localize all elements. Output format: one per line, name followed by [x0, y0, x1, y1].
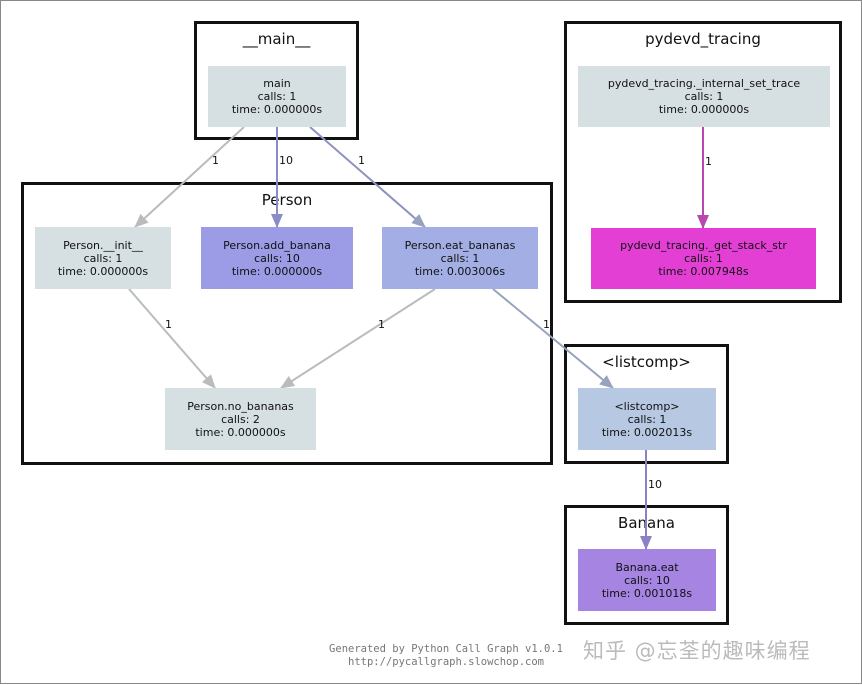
node-person-no-bananas-name: Person.no_bananas: [187, 399, 294, 413]
cluster-listcomp-title: <listcomp>: [602, 353, 691, 371]
node-main-name: main: [263, 77, 291, 90]
node-pydevd-set-trace: pydevd_tracing._internal_set_trace calls…: [578, 66, 830, 127]
node-main-time: time: 0.000000s: [231, 103, 323, 116]
node-banana-eat-time: time: 0.001018s: [601, 586, 693, 600]
node-person-eat-bananas-name: Person.eat_bananas: [404, 238, 516, 252]
node-listcomp: <listcomp> calls: 1 time: 0.002013s: [578, 388, 716, 450]
node-pydevd-get-stack: pydevd_tracing._get_stack_str calls: 1 t…: [591, 228, 816, 289]
edge-label-eat-no: 1: [378, 318, 385, 331]
edge-label-init-no: 1: [165, 318, 172, 331]
edge-label-eat-listcomp: 1: [543, 318, 550, 331]
node-person-eat-bananas-calls: calls: 1: [440, 251, 480, 265]
edge-label-settrace-getstack: 1: [705, 155, 712, 168]
edge-label-listcomp-banana: 10: [648, 478, 662, 491]
node-banana-eat: Banana.eat calls: 10 time: 0.001018s: [578, 549, 716, 611]
node-pydevd-set-trace-time: time: 0.000000s: [658, 103, 750, 116]
node-person-eat-bananas: Person.eat_bananas calls: 1 time: 0.0030…: [382, 227, 538, 289]
edge-init-to-no-bananas: [128, 288, 216, 389]
watermark: 知乎 @忘荃的趣味编程: [583, 639, 811, 663]
node-person-init-calls: calls: 1: [83, 251, 123, 265]
node-listcomp-name: <listcomp>: [614, 399, 680, 413]
node-pydevd-set-trace-name: pydevd_tracing._internal_set_trace: [607, 77, 801, 90]
edge-label-main-init: 1: [212, 154, 219, 167]
cluster-main-title: __main__: [242, 30, 311, 48]
edge-eat-to-no-bananas: [280, 288, 436, 389]
node-person-init: Person.__init__ calls: 1 time: 0.000000s: [35, 227, 171, 289]
generator-credit: Generated by Python Call Graph v1.0.1 ht…: [301, 643, 591, 669]
edge-main-to-eat-bananas: [309, 126, 426, 228]
edge-label-main-eat: 1: [358, 154, 365, 167]
node-pydevd-get-stack-time: time: 0.007948s: [658, 265, 749, 278]
node-person-no-bananas-calls: calls: 2: [221, 412, 260, 426]
generator-credit-url: http://pycallgraph.slowchop.com: [348, 656, 544, 668]
node-listcomp-time: time: 0.002013s: [601, 425, 693, 439]
cluster-pydevd-tracing-title: pydevd_tracing: [645, 30, 761, 48]
node-person-add-banana-time: time: 0.000000s: [231, 264, 323, 278]
node-pydevd-get-stack-name: pydevd_tracing._get_stack_str: [620, 239, 787, 252]
edge-main-to-init: [134, 126, 245, 228]
node-person-init-time: time: 0.000000s: [57, 264, 149, 278]
node-banana-eat-name: Banana.eat: [615, 560, 679, 574]
node-banana-eat-calls: calls: 10: [624, 573, 670, 587]
node-person-add-banana: Person.add_banana calls: 10 time: 0.0000…: [201, 227, 353, 289]
cluster-person-title: Person: [261, 191, 313, 209]
node-pydevd-set-trace-calls: calls: 1: [684, 90, 724, 103]
node-listcomp-calls: calls: 1: [627, 412, 667, 426]
node-person-add-banana-name: Person.add_banana: [223, 238, 331, 252]
node-person-no-bananas: Person.no_bananas calls: 2 time: 0.00000…: [165, 388, 316, 450]
node-main: main calls: 1 time: 0.000000s: [208, 66, 346, 127]
generator-credit-line1: Generated by Python Call Graph v1.0.1: [329, 643, 563, 655]
node-person-init-name: Person.__init__: [63, 238, 143, 252]
node-main-calls: calls: 1: [257, 90, 297, 103]
edge-label-main-add: 10: [279, 154, 293, 167]
node-person-no-bananas-time: time: 0.000000s: [195, 425, 286, 439]
node-person-eat-bananas-time: time: 0.003006s: [414, 264, 506, 278]
node-person-add-banana-calls: calls: 10: [254, 251, 300, 265]
node-pydevd-get-stack-calls: calls: 1: [684, 252, 723, 265]
edge-eat-to-listcomp: [492, 288, 614, 389]
